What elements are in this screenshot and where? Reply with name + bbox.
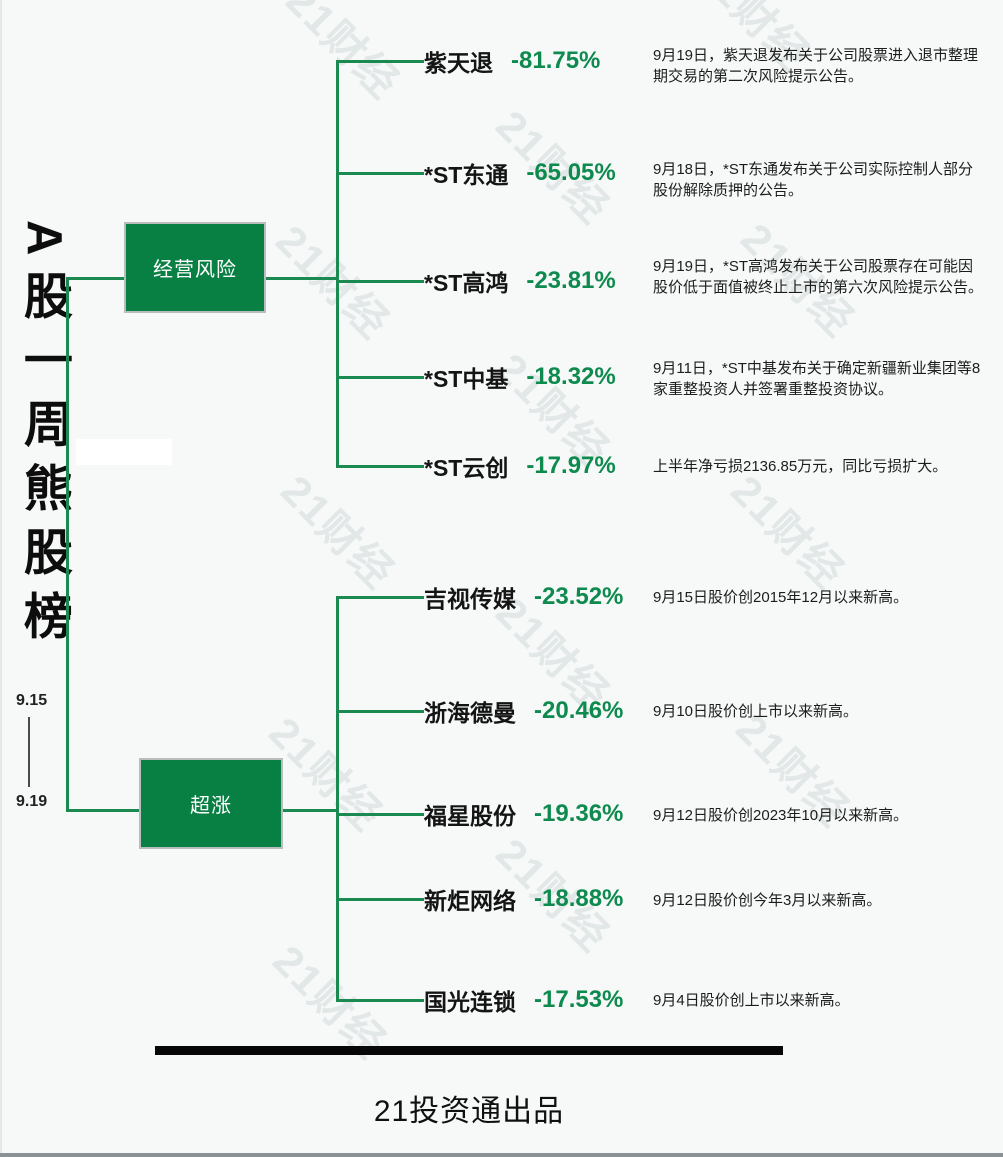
stock-name: *ST云创 [424,455,509,481]
stock-note: 9月18日，*ST东通发布关于公司实际控制人部分股份解除质押的公告。 [653,161,974,199]
connector-entry-tick [336,60,424,63]
stock-note: 9月15日股价创2015年12月以来新高。 [653,589,909,606]
stock-name: *ST东通 [424,162,509,188]
stock-note: 9月11日，*ST中基发布关于确定新疆新业集团等8家重整投资人并签署重整投资协议… [653,360,981,398]
stock-name: 新炬网络 [424,888,516,914]
stock-row: *ST高鸿 -23.81% [424,264,616,298]
connector-branch-top [336,60,339,468]
connector-entry-tick [336,596,424,599]
stock-change-percent: -20.46% [534,697,624,724]
stock-row: *ST云创 -17.97% [424,449,616,483]
connector-surge-left [66,809,140,812]
connector-risk-left [66,277,124,280]
stock-note: 9月4日股价创上市以来新高。 [653,992,850,1009]
category-node-surge: 超涨 [139,758,283,849]
date-range-end: 9.19 [16,793,48,810]
stock-row: 紫天退 -81.75% [424,44,600,78]
footer-divider-bar [155,1046,783,1055]
category-label: 超涨 [190,795,232,817]
connector-entry-tick [336,898,424,901]
connector-entry-tick [336,813,424,816]
connector-branch-bottom [336,596,339,1002]
stock-change-percent: -17.53% [534,986,624,1013]
footer-credit: 21投资通出品 [373,1095,565,1128]
brand-watermark: 21财经 [722,466,854,598]
stock-row: 福星股份 -19.36% [424,797,623,831]
stock-change-percent: -23.52% [534,583,624,610]
stock-name: 国光连锁 [424,989,516,1015]
connector-entry-tick [336,465,424,468]
stock-note: 上半年净亏损2136.85万元，同比亏损扩大。 [653,458,948,475]
stock-row: *ST中基 -18.32% [424,360,616,394]
poster-title: A股一周熊股榜 [16,220,71,655]
stock-note: 9月10日股价创上市以来新高。 [653,703,859,720]
date-range-divider [28,717,30,787]
connector-entry-tick [336,172,424,175]
connector-entry-tick [336,280,424,283]
white-patch [76,439,172,465]
stock-change-percent: -19.36% [534,800,624,827]
stock-change-percent: -23.81% [526,267,616,294]
category-label: 经营风险 [153,259,237,281]
stock-note: 9月19日，紫天退发布关于公司股票进入退市整理期交易的第二次风险提示公告。 [653,47,979,85]
stock-name: *ST高鸿 [424,270,509,296]
stock-change-percent: -18.88% [534,885,624,912]
category-node-risk: 经营风险 [124,222,266,313]
stock-row: 新炬网络 -18.88% [424,882,623,916]
stock-note: 9月12日股价创2023年10月以来新高。 [653,807,909,824]
stock-name: *ST中基 [424,366,509,392]
connector-trunk-vertical [66,277,69,811]
stock-row: 国光连锁 -17.53% [424,983,623,1017]
stock-note: 9月19日，*ST高鸿发布关于公司股票存在可能因股价低于面值被终止上市的第六次风… [653,258,984,296]
stock-note: 9月12日股价创今年3月以来新高。 [653,892,882,909]
stock-name: 紫天退 [424,50,493,76]
date-range-start: 9.15 [16,692,48,709]
stock-name: 浙海德曼 [424,700,516,726]
connector-risk-right [266,277,338,280]
stock-change-percent: -18.32% [526,363,616,390]
stock-name: 吉视传媒 [424,586,516,612]
stock-change-percent: -65.05% [526,159,616,186]
stock-change-percent: -17.97% [526,452,616,479]
brand-watermark: 21财经 [277,0,409,108]
connector-entry-tick [336,710,424,713]
stock-row: 浙海德曼 -20.46% [424,694,623,728]
brand-watermark: 21财经 [272,466,404,598]
stock-change-percent: -81.75% [511,47,601,74]
left-edge-line [0,0,2,1157]
connector-entry-tick [336,999,424,1002]
stock-name: 福星股份 [424,803,516,829]
stock-row: *ST东通 -65.05% [424,156,616,190]
connector-surge-right [283,809,338,812]
stock-row: 吉视传媒 -23.52% [424,580,623,614]
bottom-edge-bar [0,1153,1003,1157]
connector-entry-tick [336,376,424,379]
